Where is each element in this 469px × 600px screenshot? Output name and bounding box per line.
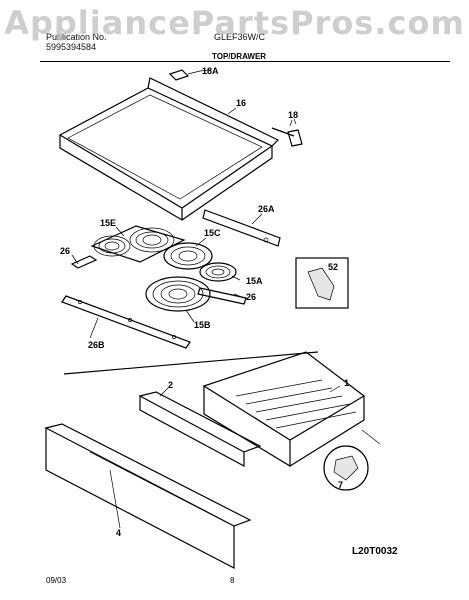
- header-rule: [40, 61, 450, 62]
- leader-lines: [71, 69, 341, 529]
- publication-number: 5995394584: [46, 42, 97, 52]
- footer-page-number: 8: [230, 576, 235, 585]
- callout-26b: 26B: [88, 340, 105, 350]
- callout-26a: 26A: [258, 204, 275, 214]
- detail-box-52: [295, 257, 349, 309]
- element-15c: [163, 242, 213, 270]
- cooktop-top-16: [58, 77, 280, 222]
- callout-2: 2: [168, 380, 174, 390]
- publication-label: Publication No.: [46, 32, 107, 42]
- bracket-18a: [168, 69, 201, 81]
- callout-16: 16: [236, 98, 247, 108]
- callout-4: 4: [116, 528, 122, 538]
- support-bar-26-right: [197, 287, 247, 305]
- section-title: TOP/DRAWER: [212, 52, 267, 61]
- drawing-code: L20T0032: [352, 546, 398, 557]
- element-15a: [199, 262, 237, 282]
- hinge-18: [271, 119, 303, 147]
- divider-line: [63, 351, 319, 375]
- callout-1: 1: [344, 378, 350, 388]
- element-15e: [90, 225, 186, 263]
- bracket-26a: [202, 209, 281, 247]
- support-bar-26-left: [70, 255, 98, 269]
- callout-15a: 15A: [246, 276, 263, 286]
- callout-7: 7: [338, 480, 344, 490]
- callout-15b: 15B: [194, 320, 211, 330]
- callout-18: 18: [288, 110, 299, 120]
- callout-26-left: 26: [60, 246, 71, 256]
- callout-26-right: 26: [246, 292, 257, 302]
- drawer-box-1: [202, 351, 366, 468]
- callout-15c: 15C: [204, 228, 221, 238]
- model-label: GLEF36W/C: [214, 32, 266, 42]
- footer-date: 09/03: [46, 576, 67, 585]
- drawer-front-4: [44, 423, 252, 569]
- circle-detail-7: [323, 429, 381, 491]
- callout-52: 52: [328, 262, 339, 272]
- callout-18a: 18A: [202, 66, 219, 76]
- callout-15e: 15E: [100, 218, 117, 228]
- strip-26b: [61, 295, 191, 349]
- element-15b: [145, 276, 211, 312]
- drawer-panel-2: [138, 391, 262, 468]
